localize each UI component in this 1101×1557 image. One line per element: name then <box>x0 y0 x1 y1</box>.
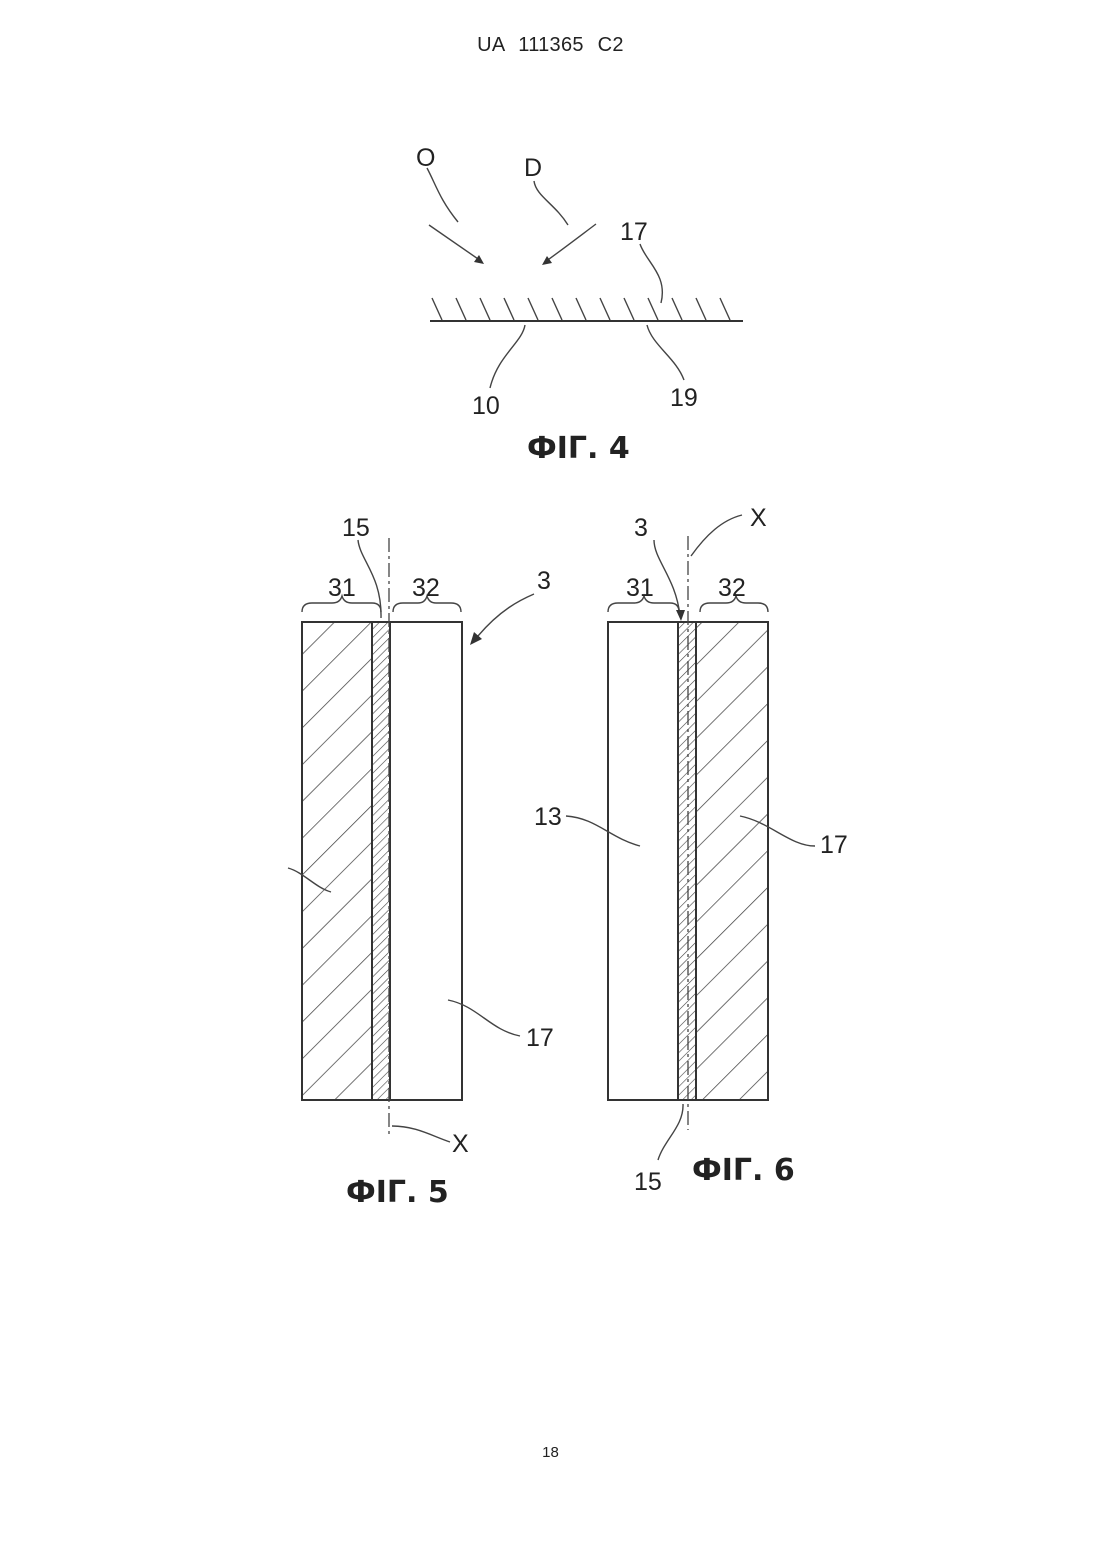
fig5-label-x: X <box>452 1130 469 1158</box>
fig6-label-31: 31 <box>626 574 654 602</box>
fig5-layer-31 <box>302 622 372 1100</box>
fig5-label-3: 3 <box>537 567 551 595</box>
fig4-arrow-d <box>534 181 596 265</box>
fig5-label-15: 15 <box>342 514 370 542</box>
fig6-label-x: X <box>750 504 767 532</box>
fig4-arrow-o <box>427 168 484 264</box>
fig5-leader-17 <box>448 1000 520 1036</box>
fig5-leader-3 <box>478 594 534 636</box>
fig5-label-31: 31 <box>328 574 356 602</box>
fig5-leader-15 <box>358 540 381 618</box>
fig6-label-17: 17 <box>820 831 848 859</box>
fig6-layer-17 <box>696 622 768 1100</box>
figure-6: 3 X 31 32 13 17 15 ФІГ. 6 <box>534 504 848 1196</box>
fig6-leader-15 <box>658 1104 683 1160</box>
fig5-caption: ФІГ. 5 <box>346 1175 449 1210</box>
fig4-leader-17 <box>640 244 662 303</box>
fig5-leader-x <box>392 1126 450 1142</box>
fig4-label-o: O <box>416 144 435 172</box>
fig5-label-17: 17 <box>526 1024 554 1052</box>
fig6-layer-15 <box>678 622 696 1100</box>
fig6-label-13: 13 <box>534 803 562 831</box>
figure-4: O D 17 10 19 ФІГ. 4 <box>416 144 743 466</box>
fig4-layer-hatch <box>432 298 730 320</box>
fig4-label-19: 19 <box>670 384 698 412</box>
fig4-label-17: 17 <box>620 218 648 246</box>
fig6-label-15: 15 <box>634 1168 662 1196</box>
fig4-caption: ФІГ. 4 <box>527 431 630 466</box>
fig4-leader-10 <box>490 325 525 388</box>
fig6-leader-13 <box>566 816 640 846</box>
fig6-label-32: 32 <box>718 574 746 602</box>
fig6-label-3: 3 <box>634 514 648 542</box>
fig6-caption: ФІГ. 6 <box>692 1153 795 1188</box>
fig6-leader-x <box>691 515 742 556</box>
fig4-label-d: D <box>524 154 542 182</box>
fig4-leader-19 <box>647 325 684 380</box>
fig5-layer-15 <box>372 622 390 1100</box>
fig4-label-10: 10 <box>472 392 500 420</box>
fig5-label-32: 32 <box>412 574 440 602</box>
page-number: 18 <box>0 1444 1101 1461</box>
figure-5: 15 31 32 3 17 X ФІГ. 5 <box>288 514 554 1210</box>
